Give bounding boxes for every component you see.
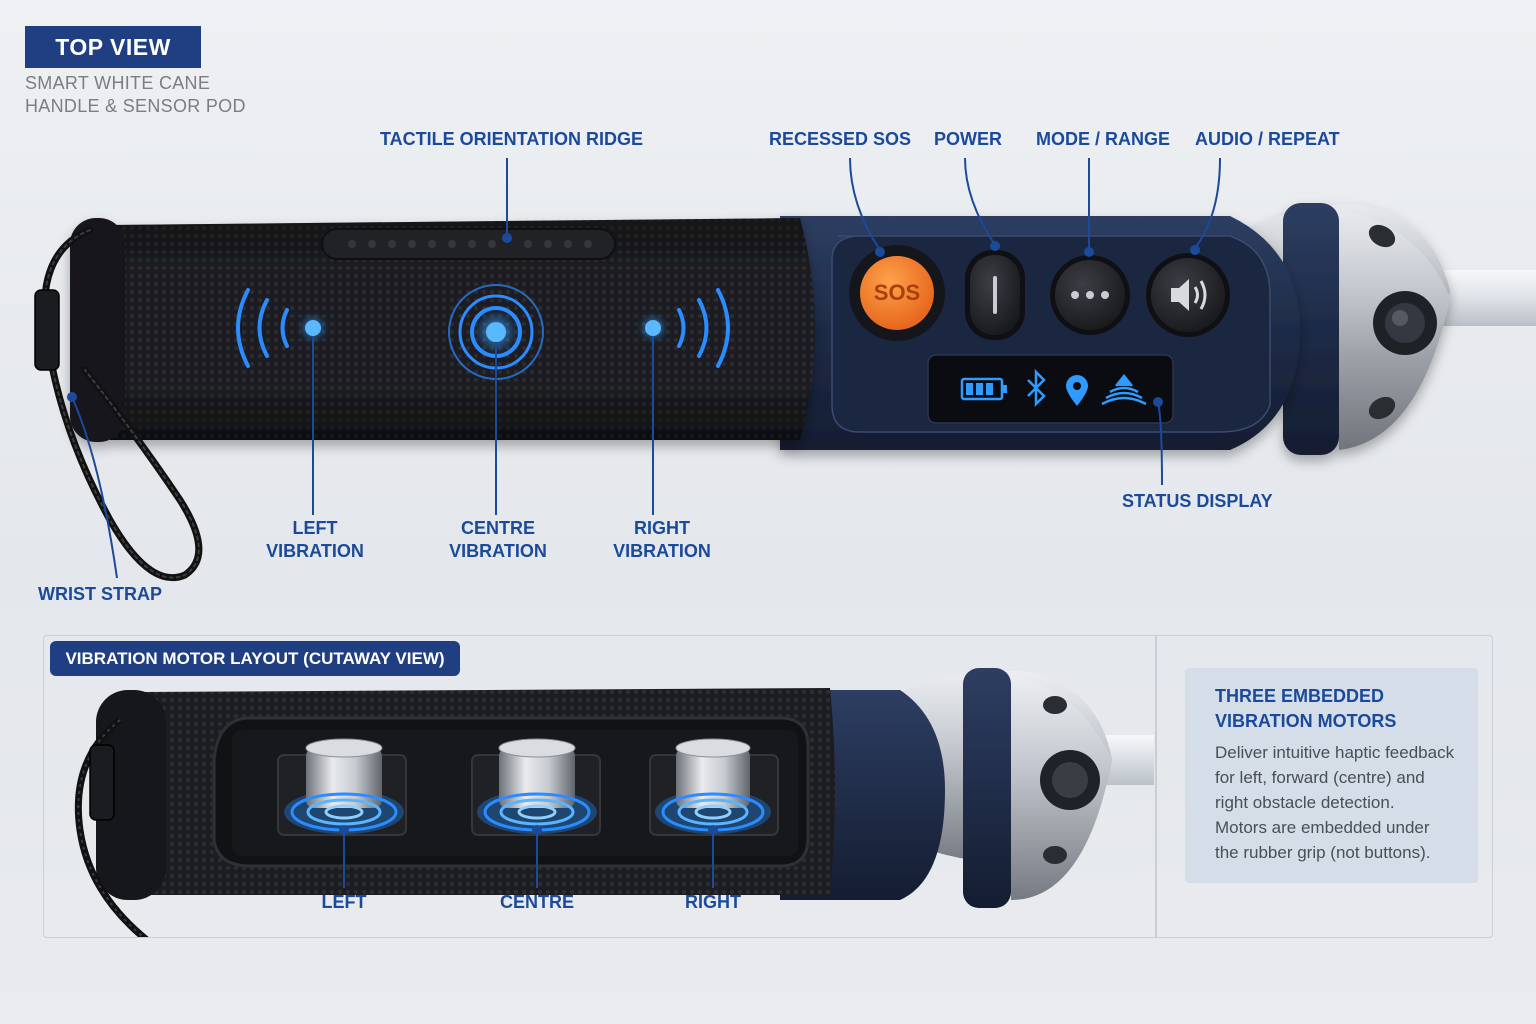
power-label: POWER bbox=[934, 129, 1003, 149]
strap-cord-lock bbox=[34, 289, 60, 371]
mode-range-label: MODE / RANGE bbox=[1036, 129, 1171, 149]
cutaway-panel bbox=[43, 635, 1493, 938]
right-motor bbox=[655, 738, 771, 834]
motor-label-right: RIGHT bbox=[685, 892, 741, 912]
sos-button bbox=[849, 245, 945, 341]
info-title-line-1: THREE EMBEDDED bbox=[1215, 686, 1385, 706]
info-title-line-2: VIBRATION MOTORS bbox=[1215, 711, 1397, 731]
speaker-icon bbox=[1171, 279, 1189, 311]
mode-range-button bbox=[1050, 255, 1130, 335]
subtitle-line-2: HANDLE & SENSOR POD bbox=[25, 96, 246, 116]
cutaway-title: VIBRATION MOTOR LAYOUT (CUTAWAY VIEW) bbox=[50, 641, 460, 676]
info-body: Deliver intuitive haptic feedback for le… bbox=[1215, 743, 1455, 862]
sonar-wave-icon bbox=[1101, 373, 1147, 406]
power-button bbox=[965, 250, 1025, 340]
bluetooth-icon bbox=[1027, 368, 1046, 408]
status-display-label: STATUS DISPLAY bbox=[1122, 491, 1273, 511]
status-display bbox=[927, 354, 1174, 424]
motor-leaders bbox=[339, 825, 718, 888]
recessed-sos-label: RECESSED SOS bbox=[769, 129, 912, 149]
tactile-ridge-label: TACTILE ORIENTATION RIDGE bbox=[380, 129, 643, 149]
wrist-strap-label: WRIST STRAP bbox=[38, 584, 162, 604]
audio-repeat-button bbox=[1146, 253, 1230, 337]
battery-icon bbox=[960, 377, 1007, 401]
sos-button-label[interactable]: SOS bbox=[873, 280, 921, 305]
right-vibration-indicator bbox=[639, 288, 730, 368]
info-card: THREE EMBEDDED VIBRATION MOTORS Deliver … bbox=[1185, 668, 1478, 883]
motor-label-left: LEFT bbox=[321, 892, 367, 912]
centre-motor bbox=[477, 738, 597, 834]
panel-divider bbox=[1155, 635, 1157, 938]
subtitle-line-1: SMART WHITE CANE bbox=[25, 73, 211, 93]
motor-label-centre: CENTRE bbox=[499, 892, 574, 912]
cane-shaft bbox=[1440, 270, 1536, 326]
location-pin-icon bbox=[1066, 375, 1088, 406]
callout-leaders bbox=[67, 157, 1221, 579]
top-view-badge: TOP VIEW bbox=[25, 26, 201, 68]
left-motor bbox=[284, 738, 404, 834]
audio-repeat-label: AUDIO / REPEAT bbox=[1195, 129, 1340, 149]
left-vibration-indicator bbox=[236, 288, 327, 368]
